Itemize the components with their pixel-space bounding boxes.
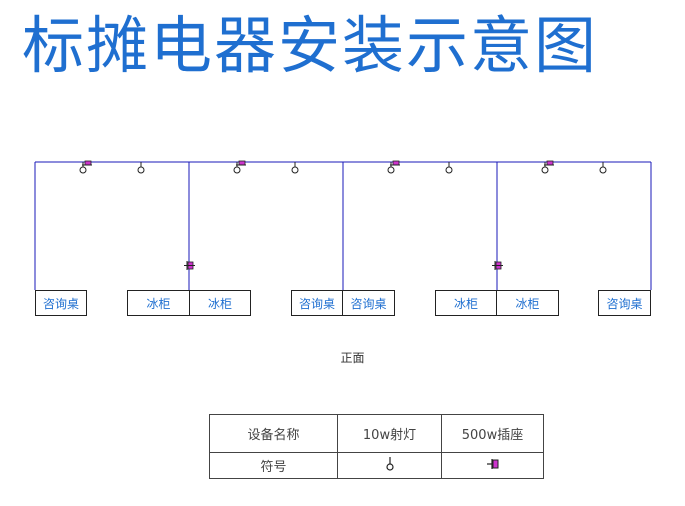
socket-icon xyxy=(390,160,400,166)
desk-6: 冰柜 xyxy=(435,290,497,316)
socket-icon xyxy=(492,261,503,270)
spotlight-icon xyxy=(385,456,394,471)
socket-icon xyxy=(236,160,246,166)
desk-2: 冰柜 xyxy=(127,290,190,316)
spotlight-icon xyxy=(445,162,453,174)
legend-socket-name: 500w插座 xyxy=(441,414,544,453)
view-label: 正面 xyxy=(340,351,365,365)
socket-icon xyxy=(184,261,195,270)
desk-1: 咨询桌 xyxy=(35,290,87,316)
desk-5: 咨询桌 xyxy=(342,290,395,316)
legend-light-symbol xyxy=(337,452,442,479)
desk-4: 咨询桌 xyxy=(291,290,343,316)
spotlight-icon xyxy=(79,162,87,174)
desk-3: 冰柜 xyxy=(189,290,251,316)
desk-7: 冰柜 xyxy=(496,290,559,316)
spotlight-icon xyxy=(387,162,395,174)
legend-header-name: 设备名称 xyxy=(209,414,338,453)
spotlight-icon xyxy=(599,162,607,174)
socket-icon xyxy=(544,160,554,166)
spotlights xyxy=(79,162,607,174)
wiring xyxy=(34,161,652,290)
socket-icon xyxy=(486,458,498,469)
page-title: 标摊电器安装示意图 xyxy=(22,9,599,82)
legend-socket-symbol xyxy=(441,452,544,479)
spotlight-icon xyxy=(291,162,299,174)
spotlight-icon xyxy=(233,162,241,174)
socket-icon xyxy=(82,160,92,166)
desk-8: 咨询桌 xyxy=(598,290,651,316)
legend-table: 设备名称 10w射灯 500w插座 符号 xyxy=(209,414,544,479)
sockets xyxy=(82,160,554,270)
spotlight-icon xyxy=(137,162,145,174)
legend-light-name: 10w射灯 xyxy=(337,414,442,453)
spotlight-icon xyxy=(541,162,549,174)
legend-symbol-label: 符号 xyxy=(209,452,338,479)
